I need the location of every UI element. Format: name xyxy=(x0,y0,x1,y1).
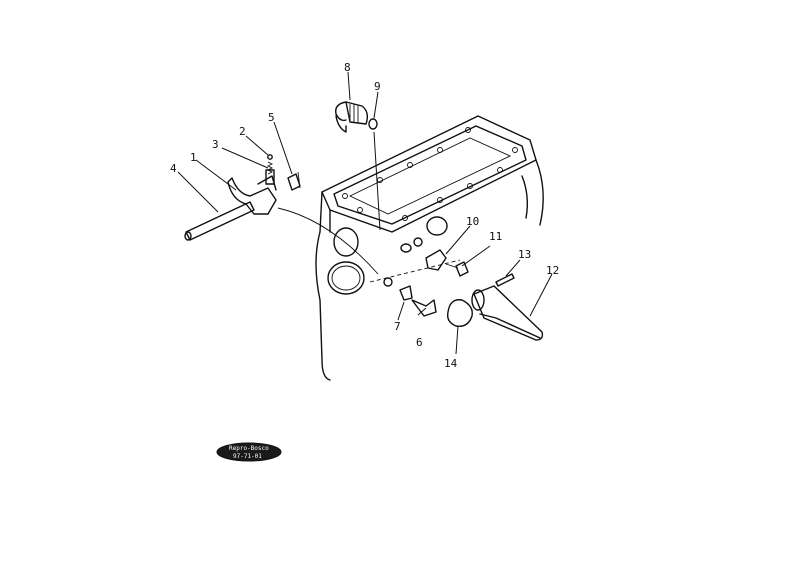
shift-fork-assembly xyxy=(184,154,379,275)
stamp-line-1: Repro-Bosco xyxy=(229,445,269,452)
callout-13: 13 xyxy=(518,248,531,261)
callout-5: 5 xyxy=(268,111,275,124)
callout-2: 2 xyxy=(239,125,246,138)
callout-7: 7 xyxy=(394,320,401,333)
callout-4: 4 xyxy=(170,162,177,175)
callout-12: 12 xyxy=(546,264,559,277)
repro-stamp: Repro-Bosco 97-71-01 xyxy=(216,442,282,462)
leader-lines xyxy=(177,71,553,355)
callout-14: 14 xyxy=(444,357,458,370)
callout-3: 3 xyxy=(212,138,219,151)
callout-labels: 1 2 3 4 5 6 7 8 9 10 11 12 13 14 xyxy=(170,61,559,370)
plunger-part xyxy=(335,101,378,133)
selector-parts xyxy=(369,237,469,317)
shift-lever xyxy=(446,273,544,341)
gearbox-housing xyxy=(315,115,544,381)
callout-1: 1 xyxy=(190,151,197,164)
callout-6: 6 xyxy=(416,336,423,349)
callout-10: 10 xyxy=(466,215,479,228)
callout-11: 11 xyxy=(489,230,502,243)
stamp-line-2: 97-71-01 xyxy=(233,453,262,460)
callout-9: 9 xyxy=(374,80,381,93)
callout-8: 8 xyxy=(344,61,351,74)
